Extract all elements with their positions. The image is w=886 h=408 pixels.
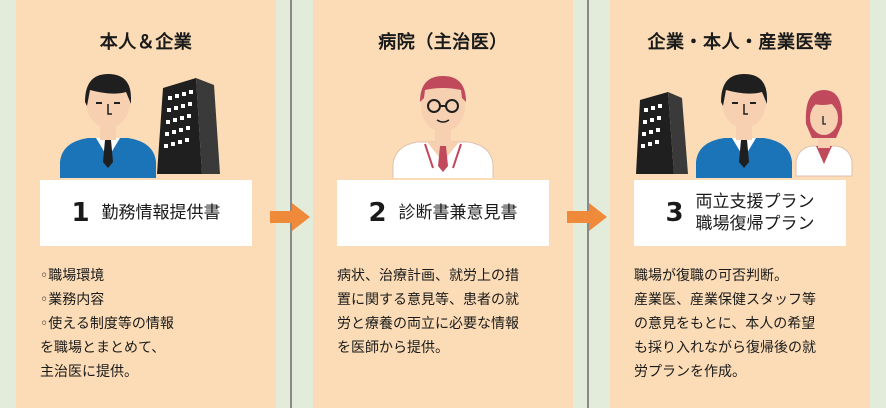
- panel-title: 本人＆企業: [99, 32, 193, 53]
- document-title: 勤務情報提供書: [101, 203, 221, 223]
- document-title-line-2: 職場復帰プラン: [695, 214, 815, 234]
- panel-divider: [587, 0, 589, 408]
- panel-title: 企業・本人・産業医等: [647, 32, 833, 53]
- step-number: 3: [665, 198, 684, 228]
- panel-divider: [290, 0, 292, 408]
- panel-title: 病院（主治医）: [378, 32, 508, 53]
- company-employee-illustration: [636, 74, 853, 178]
- panel-description: ◦職場環境 ◦業務内容 ◦使える制度等の情報 を職場とまとめて、 主治医に提供。: [40, 268, 174, 380]
- document-card: 2 診断書兼意見書: [337, 180, 549, 246]
- panel-description: 病状、治療計画、就労上の措 置に関する意見等、患者の就 労と療養の両立に必要な情…: [337, 268, 519, 356]
- hospital-illustration: [392, 76, 494, 178]
- businessman-icon: [696, 74, 792, 178]
- businessman-icon: [60, 74, 156, 178]
- doctor-icon: [392, 76, 494, 178]
- panel-description: 職場が復職の可否判断。 産業医、産業保健スタッフ等 の意見をもとに、本人の希望 …: [634, 268, 816, 380]
- document-card: 3 両立支援プラン 職場復帰プラン: [634, 180, 846, 246]
- document-card: 1 勤務情報提供書: [40, 180, 252, 246]
- step-number: 1: [71, 198, 90, 228]
- arrow-right-icon: [567, 203, 607, 231]
- panel-hospital: 病院（主治医） 2 診断書兼意見書 病状、治療計画、就労上の措 置に関する意見等…: [313, 0, 589, 408]
- document-title: 診断書兼意見書: [398, 203, 518, 223]
- building-icon: [636, 92, 688, 174]
- arrow-right-icon: [270, 203, 310, 231]
- building-icon: [157, 78, 220, 174]
- panel-employee-company: 本人＆企業 1 勤務: [16, 0, 292, 408]
- employee-company-illustration: [60, 74, 220, 178]
- panel-company-employee-occupational-physician: 企業・本人・産業医等: [610, 0, 870, 408]
- document-title-line-1: 両立支援プラン: [695, 192, 815, 212]
- step-number: 2: [368, 198, 387, 228]
- female-worker-icon: [795, 90, 853, 177]
